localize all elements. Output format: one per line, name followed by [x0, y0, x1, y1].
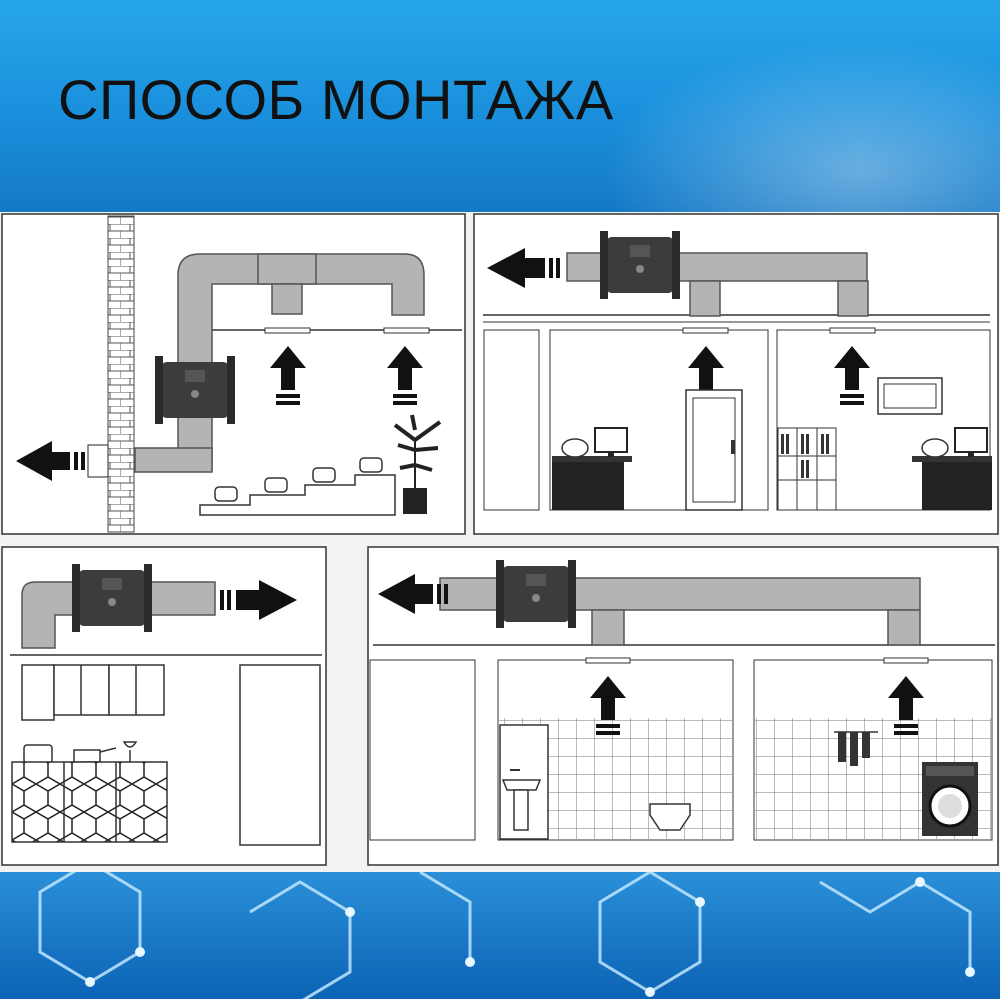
- fan-icon: [72, 564, 152, 632]
- fan-icon: [496, 560, 576, 628]
- sink-icon: [501, 769, 542, 831]
- page-title: СПОСОБ МОНТАЖА: [58, 68, 614, 131]
- washing-machine-icon: [922, 762, 978, 836]
- monitor-icon: [954, 427, 988, 457]
- panel-office: [473, 213, 999, 535]
- exhaust-arrow-icon: [16, 441, 109, 481]
- fan-icon: [155, 356, 235, 424]
- fan-icon: [600, 231, 680, 299]
- brick-wall: [107, 215, 135, 533]
- panel-kitchen: [1, 546, 327, 866]
- duct: [134, 253, 425, 473]
- monitor-icon: [594, 427, 628, 457]
- hex-network-decoration: [38, 872, 975, 999]
- header-banner: СПОСОБ МОНТАЖА: [0, 0, 1000, 212]
- exhaust-arrow-icon: [487, 248, 560, 288]
- footer-banner: [0, 872, 1000, 999]
- plant-icon: [393, 414, 442, 514]
- panel-wall-exhaust: [1, 213, 466, 535]
- panel-bathroom: [367, 546, 999, 866]
- exhaust-arrow-icon: [378, 574, 448, 614]
- exhaust-arrow-icon: [220, 580, 297, 620]
- door-icon: [685, 389, 743, 511]
- header-glow: [600, 40, 1000, 212]
